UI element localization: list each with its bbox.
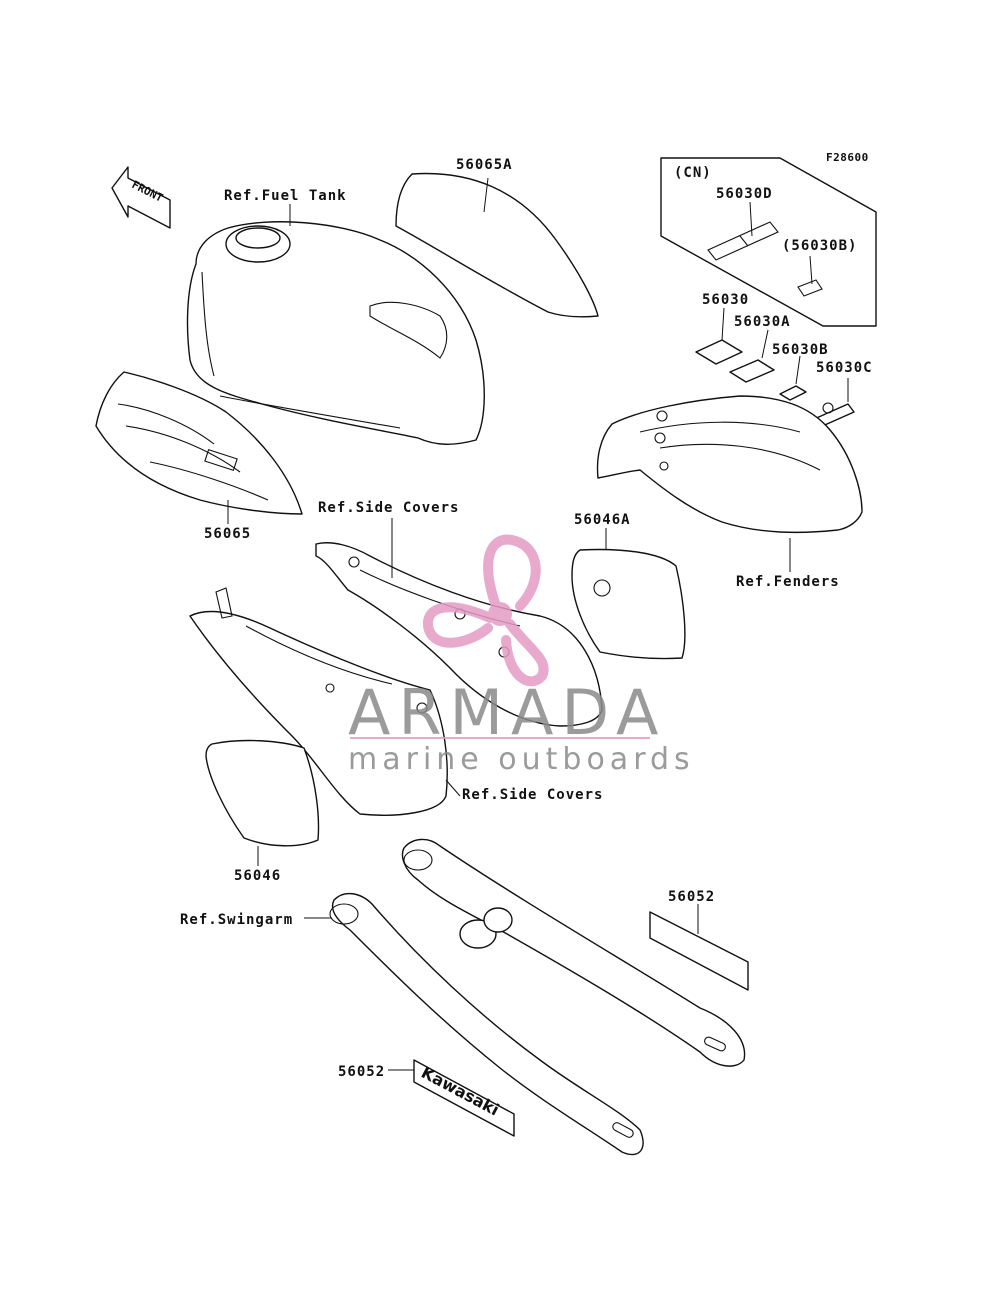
label-56052-left: 56052 bbox=[338, 1064, 386, 1080]
label-56046: 56046 bbox=[234, 868, 282, 884]
part-56052-kawasaki-decal: Kawasaki bbox=[388, 1059, 515, 1137]
part-56052-right-decal bbox=[649, 904, 749, 991]
label-56030B: 56030B bbox=[772, 342, 829, 358]
cn-part-56030B: (56030B) bbox=[782, 238, 858, 254]
rear-fender bbox=[596, 395, 863, 572]
fuel-tank bbox=[186, 204, 485, 445]
swingarm bbox=[304, 838, 746, 1156]
part-56065-decal bbox=[95, 371, 303, 524]
cn-part-56030D: 56030D bbox=[716, 186, 773, 202]
label-56065A: 56065A bbox=[456, 157, 513, 173]
watermark-subtitle: marine outboards bbox=[348, 742, 695, 777]
propeller-logo-icon bbox=[422, 534, 549, 687]
label-56030A: 56030A bbox=[734, 314, 791, 330]
label-56046A: 56046A bbox=[574, 512, 631, 528]
part-56065A-decal bbox=[395, 172, 599, 318]
label-56030: 56030 bbox=[702, 292, 750, 308]
label-56065: 56065 bbox=[204, 526, 252, 542]
part-56046-decal bbox=[205, 739, 320, 866]
lower-side-cover bbox=[189, 587, 461, 816]
cn-box bbox=[660, 157, 877, 327]
front-arrow-icon: FRONT bbox=[111, 166, 171, 229]
label-ref-fuel-tank: Ref.Fuel Tank bbox=[224, 188, 347, 204]
figure-code: F28600 bbox=[826, 151, 869, 164]
watermark-title: ARMADA bbox=[348, 676, 667, 749]
part-56046A-decal bbox=[571, 528, 686, 660]
label-ref-swingarm: Ref.Swingarm bbox=[180, 912, 294, 928]
cn-box-header: (CN) bbox=[674, 165, 712, 181]
label-ref-side-covers-upper: Ref.Side Covers bbox=[318, 500, 460, 516]
label-56030C: 56030C bbox=[816, 360, 873, 376]
label-ref-side-covers-lower: Ref.Side Covers bbox=[462, 787, 604, 803]
label-56052-right: 56052 bbox=[668, 889, 716, 905]
label-ref-fenders: Ref.Fenders bbox=[736, 574, 840, 590]
